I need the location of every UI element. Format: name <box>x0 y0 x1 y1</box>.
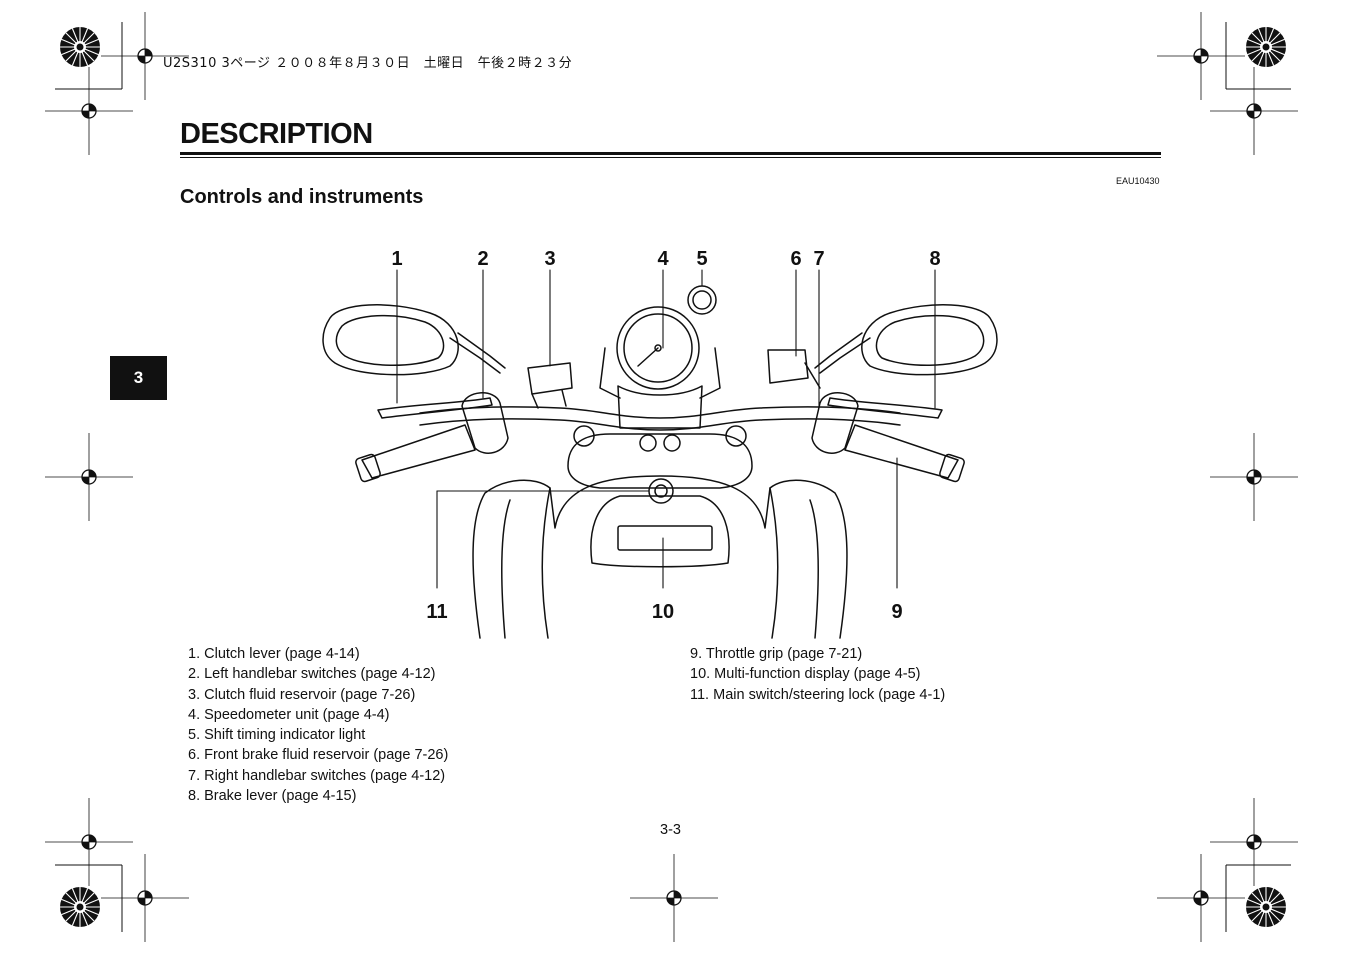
legend-item: 7. Right handlebar switches (page 4-12) <box>188 767 446 784</box>
document-code: EAU10430 <box>1116 176 1160 186</box>
brake-lever <box>827 397 943 419</box>
callout-7: 7 <box>813 248 824 270</box>
right-mirror <box>861 304 998 376</box>
legend-item: 1. Clutch lever (page 4-14) <box>188 646 360 662</box>
callout-9: 9 <box>891 601 902 623</box>
callout-3: 3 <box>544 248 555 270</box>
brake-reservoir <box>767 349 809 384</box>
right-grip <box>844 424 959 479</box>
callout-8: 8 <box>929 248 940 270</box>
speedometer <box>616 306 700 390</box>
clutch-reservoir <box>527 362 573 395</box>
legend-left-column: 1. Clutch lever (page 4-14) 2. Left hand… <box>188 644 448 806</box>
left-mirror <box>322 304 459 376</box>
section-title: DESCRIPTION <box>180 118 373 150</box>
display-panel <box>590 495 730 568</box>
left-grip <box>361 424 476 479</box>
clutch-lever <box>377 397 493 419</box>
legend-item: 9. Throttle grip (page 7-21) <box>690 646 863 662</box>
callout-1: 1 <box>391 248 402 270</box>
title-rule-thick <box>180 152 1161 155</box>
multi-function-display <box>617 525 713 551</box>
legend-item: 4. Speedometer unit (page 4-4) <box>188 706 390 723</box>
legend-right-column: 9. Throttle grip (page 7-21) 10. Multi-f… <box>690 644 945 705</box>
print-header: U2S310 3ページ ２００８年８月３０日 土曜日 午後２時２３分 <box>163 56 573 71</box>
callout-11: 11 <box>426 601 447 623</box>
shift-indicator-light <box>687 285 717 315</box>
legend-item: 11. Main switch/steering lock (page 4-1) <box>690 686 946 703</box>
legend-item: 8. Brake lever (page 4-15) <box>188 788 357 805</box>
subsection-title: Controls and instruments <box>180 186 424 208</box>
legend-item: 3. Clutch fluid reservoir (page 7-26) <box>188 686 416 703</box>
legend-item: 5. Shift timing indicator light <box>188 727 366 744</box>
right-switch-housing <box>811 392 859 454</box>
legend-item: 2. Left handlebar switches (page 4-12) <box>188 666 436 683</box>
chapter-tab: 3 <box>110 356 167 400</box>
title-rule-thin <box>180 157 1161 158</box>
callout-10: 10 <box>652 601 674 623</box>
handlebar <box>419 406 901 419</box>
controls-illustration: 1 2 3 4 5 6 7 8 9 10 11 <box>322 248 998 639</box>
callout-2: 2 <box>477 248 488 270</box>
chapter-tab-number: 3 <box>133 368 144 387</box>
callout-5: 5 <box>696 248 707 270</box>
page-number: 3-3 <box>660 822 681 838</box>
main-switch <box>648 478 674 504</box>
left-switch-housing <box>461 392 509 454</box>
callout-6: 6 <box>790 248 801 270</box>
legend-item: 10. Multi-function display (page 4-5) <box>690 666 921 683</box>
legend-item: 6. Front brake fluid reservoir (page 7-2… <box>188 747 449 764</box>
fuel-tank <box>472 475 848 639</box>
callout-4: 4 <box>657 248 669 270</box>
